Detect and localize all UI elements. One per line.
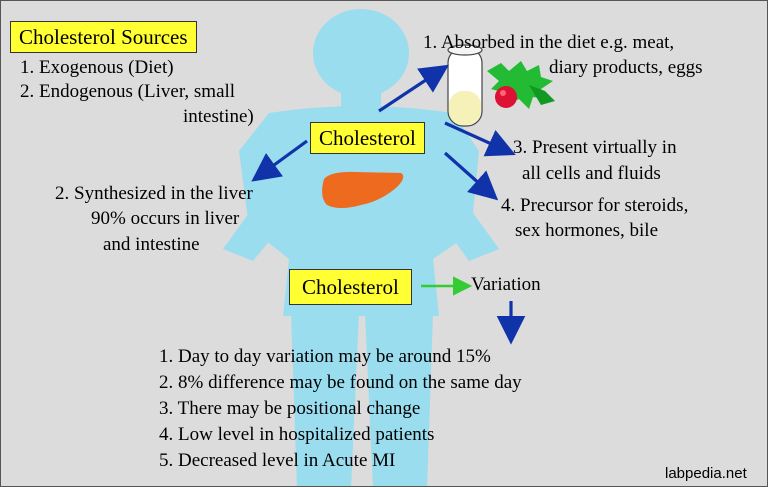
- variation-item-1: 1. Day to day variation may be around 15…: [159, 346, 491, 367]
- arm-right-shape: [425, 143, 499, 261]
- cholesterol-sources-box: Cholesterol Sources: [10, 21, 197, 53]
- torso-shape: [239, 106, 479, 316]
- arrow-to-cells: [444, 121, 516, 157]
- test-tube-icon: [447, 44, 483, 127]
- head-shape: [313, 9, 409, 97]
- point2-line3: and intestine: [103, 234, 200, 255]
- variation-item-3: 3. There may be positional change: [159, 398, 421, 419]
- point3-line2: all cells and fluids: [522, 163, 661, 184]
- arrow-to-liver-synthesis: [251, 139, 308, 182]
- watermark: labpedia.net: [665, 465, 747, 482]
- point1-line1: 1. Absorbed in the diet e.g. meat,: [423, 32, 675, 53]
- radish-icon: [495, 86, 517, 108]
- leg-left-shape: [291, 313, 359, 486]
- point1-line2: diary products, eggs: [549, 57, 703, 78]
- variation-item-5: 5. Decreased level in Acute MI: [159, 450, 396, 471]
- point4-line2: sex hormones, bile: [515, 220, 659, 241]
- vegetable-greens-icon: [487, 61, 555, 109]
- arrow-to-steroids: [443, 151, 499, 201]
- source-endogenous: 2. Endogenous (Liver, small: [20, 81, 236, 102]
- variation-item-2: 2. 8% difference may be found on the sam…: [159, 372, 522, 393]
- point2-line1: 2. Synthesized in the liver: [55, 183, 253, 204]
- point4-line1: 4. Precursor for steroids,: [501, 195, 689, 216]
- source-exogenous: 1. Exogenous (Diet): [20, 57, 174, 78]
- arrow-to-diet: [378, 64, 450, 113]
- variation-item-4: 4. Low level in hospitalized patients: [159, 424, 435, 445]
- arrows: [251, 64, 526, 345]
- cholesterol-center-label: Cholesterol: [310, 122, 425, 154]
- source-endogenous-cont: intestine): [183, 106, 254, 127]
- variation-label: Variation: [471, 274, 541, 295]
- cholesterol-lower-label: Cholesterol: [289, 269, 412, 305]
- human-body-silhouette: [223, 9, 499, 486]
- point3-line1: 3. Present virtually in: [513, 137, 677, 158]
- leg-right-shape: [365, 313, 433, 486]
- point2-line2: 90% occurs in liver: [91, 208, 240, 229]
- liver-icon: [322, 171, 404, 208]
